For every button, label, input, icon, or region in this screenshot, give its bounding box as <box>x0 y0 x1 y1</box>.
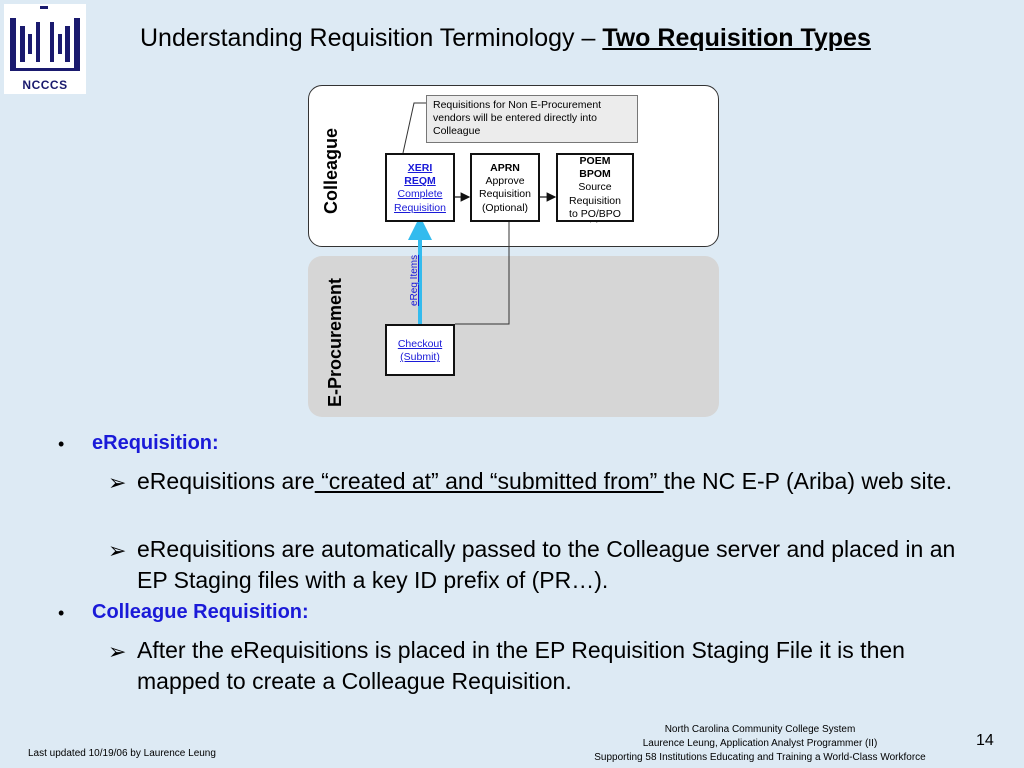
poem-bpom-box: POEM BPOM Source Requisition to PO/BPO <box>556 153 634 222</box>
xeri-link[interactable]: XERI <box>407 162 433 174</box>
aprn-line4: (Optional) <box>481 201 529 214</box>
sub-bullet-arrow-icon: ➢ <box>108 470 127 495</box>
xeri-line4: Requisition <box>394 201 446 214</box>
footer-org: North Carolina Community College System <box>664 724 856 735</box>
s1-underlined: “created at” and “submitted from” <box>314 468 664 494</box>
checkout-box: Checkout (Submit) <box>385 324 455 376</box>
checkout-link[interactable]: Checkout <box>397 338 443 350</box>
non-eprocurement-note: Requisitions for Non E-Procurement vendo… <box>426 95 638 143</box>
erequisition-heading: eRequisition: <box>92 432 219 454</box>
footer-last-updated: Last updated 10/19/06 by Laurence Leung <box>28 748 216 759</box>
xeri-line3: Complete <box>397 188 443 201</box>
aprn-line3: Requisition <box>479 188 531 201</box>
bullet-marker: • <box>58 434 65 454</box>
sub-bullet-auto-passed: eRequisitions are automatically passed t… <box>137 536 956 593</box>
footer-center: North Carolina Community College System … <box>560 723 960 765</box>
bpom-code: BPOM <box>579 168 611 181</box>
s1-post: the NC E-P (Ariba) web site. <box>663 468 953 494</box>
sub-bullet-created-at: eRequisitions are “created at” and “subm… <box>137 466 957 497</box>
footer-author: Laurence Leung, Application Analyst Prog… <box>642 738 878 749</box>
eprocurement-panel <box>308 256 719 417</box>
page-number: 14 <box>976 732 994 749</box>
bullet-marker: • <box>58 603 65 623</box>
title-emphasis: Two Requisition Types <box>602 24 871 52</box>
note-callout-line <box>402 102 426 154</box>
aprn-to-checkout-line <box>455 222 510 325</box>
footer-tagline: Supporting 58 Institutions Educating and… <box>594 752 926 763</box>
sub-bullet-mapped: After the eRequisitions is placed in the… <box>137 637 905 694</box>
poem-line3: Source <box>578 181 612 194</box>
s1-pre: eRequisitions are <box>137 468 315 494</box>
submit-link[interactable]: (Submit) <box>400 351 440 364</box>
ereq-items-link[interactable]: eReq Items <box>409 254 420 306</box>
aprn-code: APRN <box>490 162 520 174</box>
xeri-reqm-box: XERI REQM Complete Requisition <box>385 153 455 222</box>
sub-bullet-arrow-icon: ➢ <box>108 538 127 563</box>
aprn-line2: Approve <box>485 175 525 188</box>
title-prefix: Understanding Requisition Terminology – <box>140 24 603 52</box>
poem-code: POEM <box>579 155 611 167</box>
aprn-box: APRN Approve Requisition (Optional) <box>470 153 540 222</box>
logo-text: NCCCS <box>22 78 68 92</box>
reqm-link[interactable]: REQM <box>404 175 436 188</box>
ncccs-logo <box>4 4 86 94</box>
poem-line5: to PO/BPO <box>569 207 621 220</box>
poem-line4: Requisition <box>569 194 621 207</box>
colleague-requisition-heading: Colleague Requisition: <box>92 601 309 623</box>
sub-bullet-arrow-icon: ➢ <box>108 639 127 664</box>
ncccs-emblem-icon <box>10 6 80 71</box>
page-title: Understanding Requisition Terminology – … <box>140 24 871 53</box>
